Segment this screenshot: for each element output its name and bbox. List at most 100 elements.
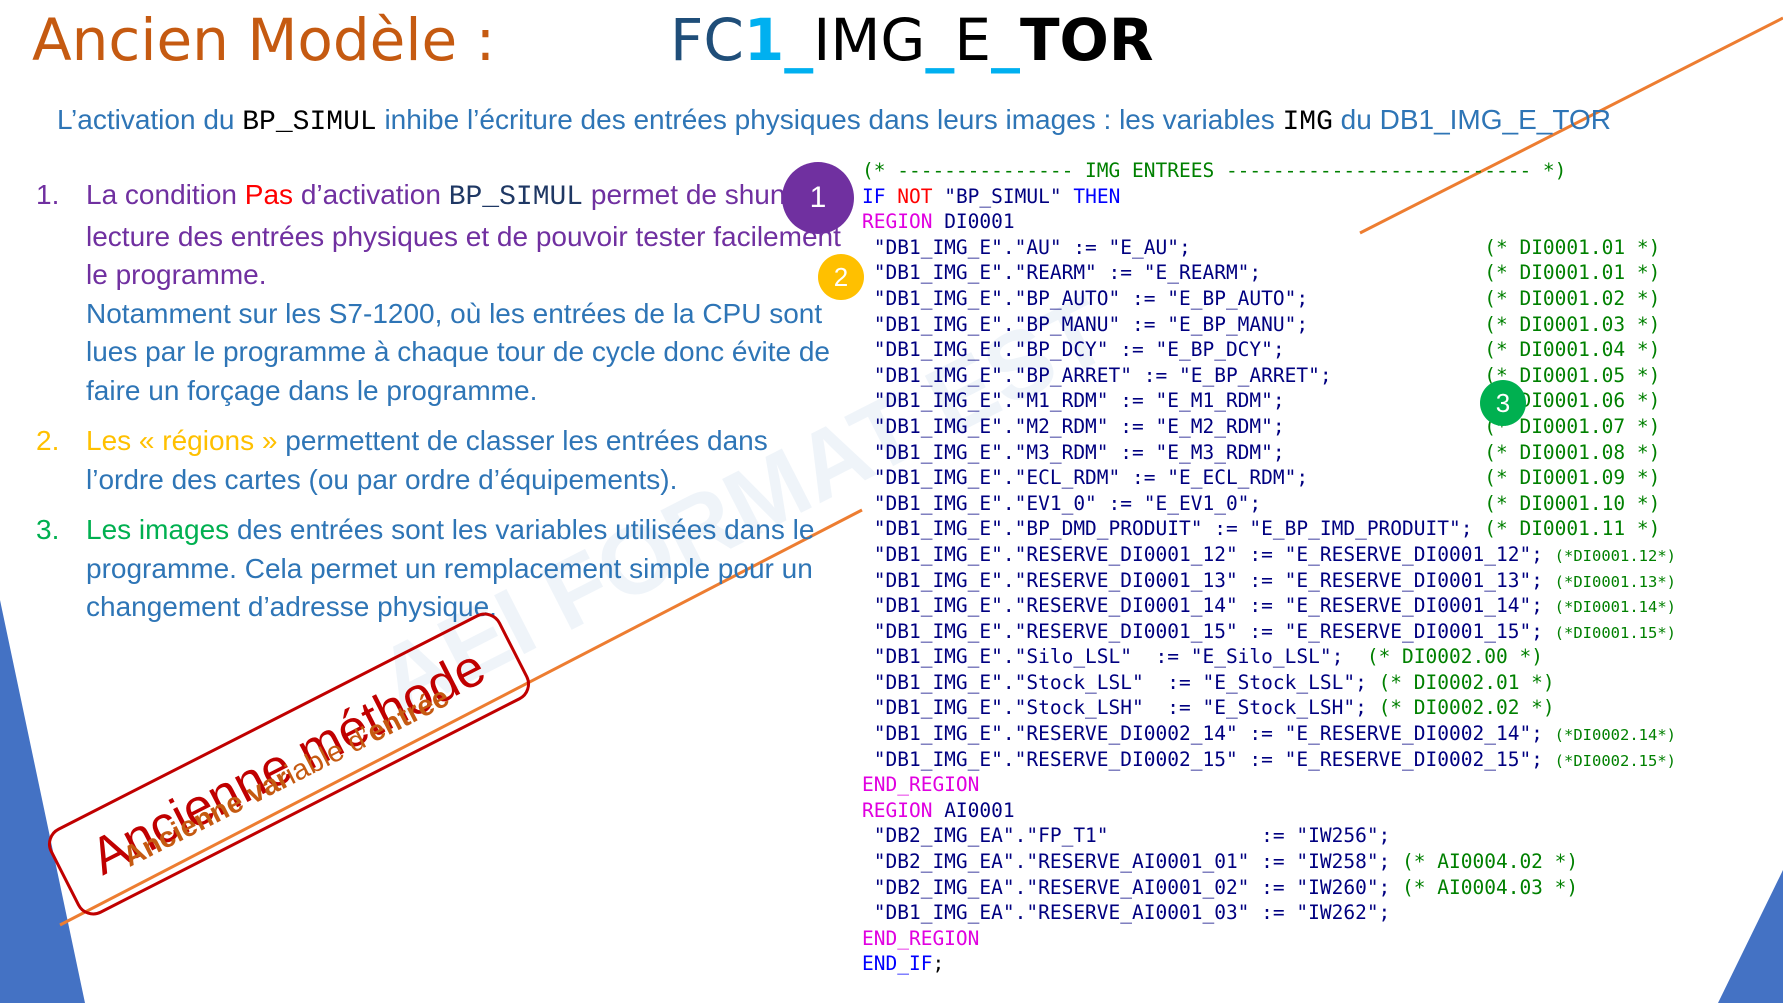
- text-segment: Pas: [244, 179, 294, 210]
- code-line: "DB1_IMG_E"."M1_RDM" := "E_M1_RDM"; (* D…: [862, 388, 1676, 414]
- text-segment: BP_SIMUL: [448, 182, 584, 213]
- title-one: 1: [743, 6, 785, 74]
- code-token: (*DI0001.13*): [1554, 572, 1676, 591]
- code-token: REGION: [862, 798, 945, 822]
- text-segment: d’activation: [293, 179, 449, 210]
- code-line: "DB1_IMG_E"."BP_MANU" := "E_BP_MANU"; (*…: [862, 312, 1676, 338]
- code-token: "DB1_IMG_E"."RESERVE_DI0001_12" := "E_RE…: [862, 542, 1555, 566]
- code-token: (* --------------- IMG ENTREES ---------…: [862, 159, 1567, 182]
- code-token: "DB2_IMG_EA"."RESERVE_AI0001_01" := "IW2…: [862, 850, 1403, 874]
- explanation-list: 1. La condition Pas d’activation BP_SIMU…: [36, 176, 851, 639]
- title-e: E: [954, 6, 991, 74]
- code-line: "DB1_IMG_EA"."RESERVE_AI0001_03" := "IW2…: [862, 900, 1676, 926]
- code-token: (* DI0001.02 *): [1484, 286, 1661, 310]
- code-token: "DB1_IMG_E"."BP_DCY" := "E_BP_DCY";: [862, 338, 1485, 362]
- code-token: "DB1_IMG_E"."RESERVE_DI0001_15" := "E_RE…: [862, 619, 1555, 643]
- subtitle-post: du DB1_IMG_E_TOR: [1332, 104, 1611, 135]
- code-token: REGION: [862, 210, 945, 234]
- code-token: (* DI0001.01 *): [1484, 235, 1661, 259]
- code-line: "DB1_IMG_E"."M3_RDM" := "E_M3_RDM"; (* D…: [862, 440, 1676, 466]
- list-number: 3.: [36, 514, 60, 545]
- code-line: "DB2_IMG_EA"."RESERVE_AI0001_02" := "IW2…: [862, 875, 1676, 901]
- code-token: END_IF: [862, 952, 933, 976]
- list-number: 1.: [36, 179, 60, 210]
- badge-3: 3: [1480, 380, 1526, 426]
- code-token: (* AI0004.03 *): [1402, 875, 1579, 899]
- list-text: Les « régions » permettent de classer le…: [86, 422, 851, 499]
- code-token: "DB1_IMG_E"."Stock_LSL" := "E_Stock_LSL"…: [862, 670, 1379, 694]
- code-token: "DB1_IMG_E"."Stock_LSH" := "E_Stock_LSH"…: [862, 696, 1379, 720]
- text-segment: des entrées sont les variables utilisées…: [86, 514, 815, 622]
- code-line: "DB1_IMG_E"."RESERVE_DI0001_14" := "E_RE…: [862, 593, 1676, 619]
- title-sep: _: [990, 6, 1020, 74]
- code-line: "DB1_IMG_E"."RESERVE_DI0002_14" := "E_RE…: [862, 721, 1676, 747]
- code-line: IF NOT "BP_SIMUL" THEN: [862, 184, 1676, 210]
- code-token: (* DI0001.08 *): [1484, 440, 1661, 464]
- code-token: (* DI0001.11 *): [1484, 517, 1661, 541]
- code-token: (* DI0001.09 *): [1484, 466, 1661, 490]
- text-segment: Les « régions »: [86, 425, 278, 456]
- code-token: END_REGION: [862, 926, 980, 950]
- code-token: "DB1_IMG_E"."M1_RDM" := "E_M1_RDM";: [862, 389, 1485, 413]
- code-token: "DB1_IMG_E"."ECL_RDM" := "E_ECL_RDM";: [862, 466, 1485, 490]
- code-token: (* DI0002.02 *): [1378, 696, 1555, 720]
- code-token: "DB1_IMG_E"."RESERVE_DI0002_15" := "E_RE…: [862, 747, 1555, 771]
- code-token: "DB1_IMG_E"."BP_AUTO" := "E_BP_AUTO";: [862, 286, 1485, 310]
- code-line: "DB1_IMG_E"."M2_RDM" := "E_M2_RDM"; (* D…: [862, 414, 1676, 440]
- code-line: "DB1_IMG_E"."Stock_LSH" := "E_Stock_LSH"…: [862, 695, 1676, 721]
- code-line: "DB1_IMG_E"."ECL_RDM" := "E_ECL_RDM"; (*…: [862, 465, 1676, 491]
- code-line: END_IF;: [862, 951, 1676, 977]
- list-item: 1. La condition Pas d’activation BP_SIMU…: [36, 176, 851, 410]
- subtitle-img: IMG: [1282, 107, 1333, 138]
- list-text: Les images des entrées sont les variable…: [86, 511, 851, 627]
- title-sep: _: [784, 6, 814, 74]
- code-token: (* DI0002.01 *): [1378, 670, 1555, 694]
- text-segment: Notamment sur les S7-1200, où les entrée…: [86, 297, 830, 406]
- badge-1: 1: [782, 162, 854, 234]
- list-item: 2. Les « régions » permettent de classer…: [36, 422, 851, 499]
- block-title: FC1_IMG_E_TOR: [670, 6, 1154, 74]
- code-line: (* --------------- IMG ENTREES ---------…: [862, 158, 1676, 184]
- code-token: (*DI0001.15*): [1554, 623, 1676, 642]
- code-line: "DB1_IMG_E"."AU" := "E_AU"; (* DI0001.01…: [862, 235, 1676, 261]
- badge-2: 2: [818, 254, 864, 300]
- code-line: "DB1_IMG_E"."BP_DCY" := "E_BP_DCY"; (* D…: [862, 337, 1676, 363]
- title-sep: _: [925, 6, 955, 74]
- code-token: DI0001: [944, 210, 1015, 234]
- subtitle-pre: L’activation du: [57, 104, 243, 135]
- code-token: "DB1_IMG_EA"."RESERVE_AI0001_03" := "IW2…: [862, 901, 1391, 925]
- corner-triangle-right: [1718, 870, 1783, 1003]
- code-line: "DB1_IMG_E"."Stock_LSL" := "E_Stock_LSL"…: [862, 670, 1676, 696]
- code-token: ;: [932, 952, 945, 976]
- code-line: "DB1_IMG_E"."RESERVE_DI0001_13" := "E_RE…: [862, 568, 1676, 594]
- title-fc: FC: [670, 6, 744, 74]
- code-block: (* --------------- IMG ENTREES ---------…: [862, 158, 1676, 977]
- code-token: (*DI0002.14*): [1554, 726, 1676, 745]
- code-token: "DB1_IMG_E"."RESERVE_DI0002_14" := "E_RE…: [862, 722, 1555, 746]
- code-token: "DB1_IMG_E"."REARM" := "E_REARM";: [862, 261, 1485, 285]
- code-token: (* DI0001.01 *): [1484, 261, 1661, 285]
- list-number: 2.: [36, 425, 60, 456]
- page-title: Ancien Modèle :: [32, 6, 496, 74]
- title-img: IMG: [813, 6, 926, 74]
- code-token: "DB1_IMG_E"."BP_ARRET" := "E_BP_ARRET";: [862, 363, 1485, 387]
- subtitle-mid: inhibe l’écriture des entrées physiques …: [376, 104, 1283, 135]
- text-segment: Les images: [86, 514, 230, 545]
- code-token: "DB2_IMG_EA"."FP_T1" := "IW256";: [862, 824, 1391, 848]
- code-line: END_REGION: [862, 926, 1676, 952]
- code-token: END_REGION: [862, 773, 980, 797]
- code-line: "DB1_IMG_E"."Silo_LSL" := "E_Silo_LSL"; …: [862, 644, 1676, 670]
- code-token: (*DI0002.15*): [1554, 751, 1676, 770]
- text-segment: La condition: [86, 179, 245, 210]
- code-token: "DB1_IMG_E"."BP_MANU" := "E_BP_MANU";: [862, 312, 1485, 336]
- code-line: REGION DI0001: [862, 209, 1676, 235]
- code-line: "DB1_IMG_E"."BP_AUTO" := "E_BP_AUTO"; (*…: [862, 286, 1676, 312]
- code-line: "DB1_IMG_E"."BP_ARRET" := "E_BP_ARRET"; …: [862, 363, 1676, 389]
- code-line: "DB1_IMG_E"."EV1_0" := "E_EV1_0"; (* DI0…: [862, 491, 1676, 517]
- code-token: (*DI0001.14*): [1554, 598, 1676, 617]
- code-token: (* DI0001.04 *): [1484, 338, 1661, 362]
- subtitle: L’activation du BP_SIMUL inhibe l’écritu…: [57, 104, 1611, 138]
- code-token: "BP_SIMUL": [944, 184, 1074, 208]
- code-token: THEN: [1073, 184, 1121, 208]
